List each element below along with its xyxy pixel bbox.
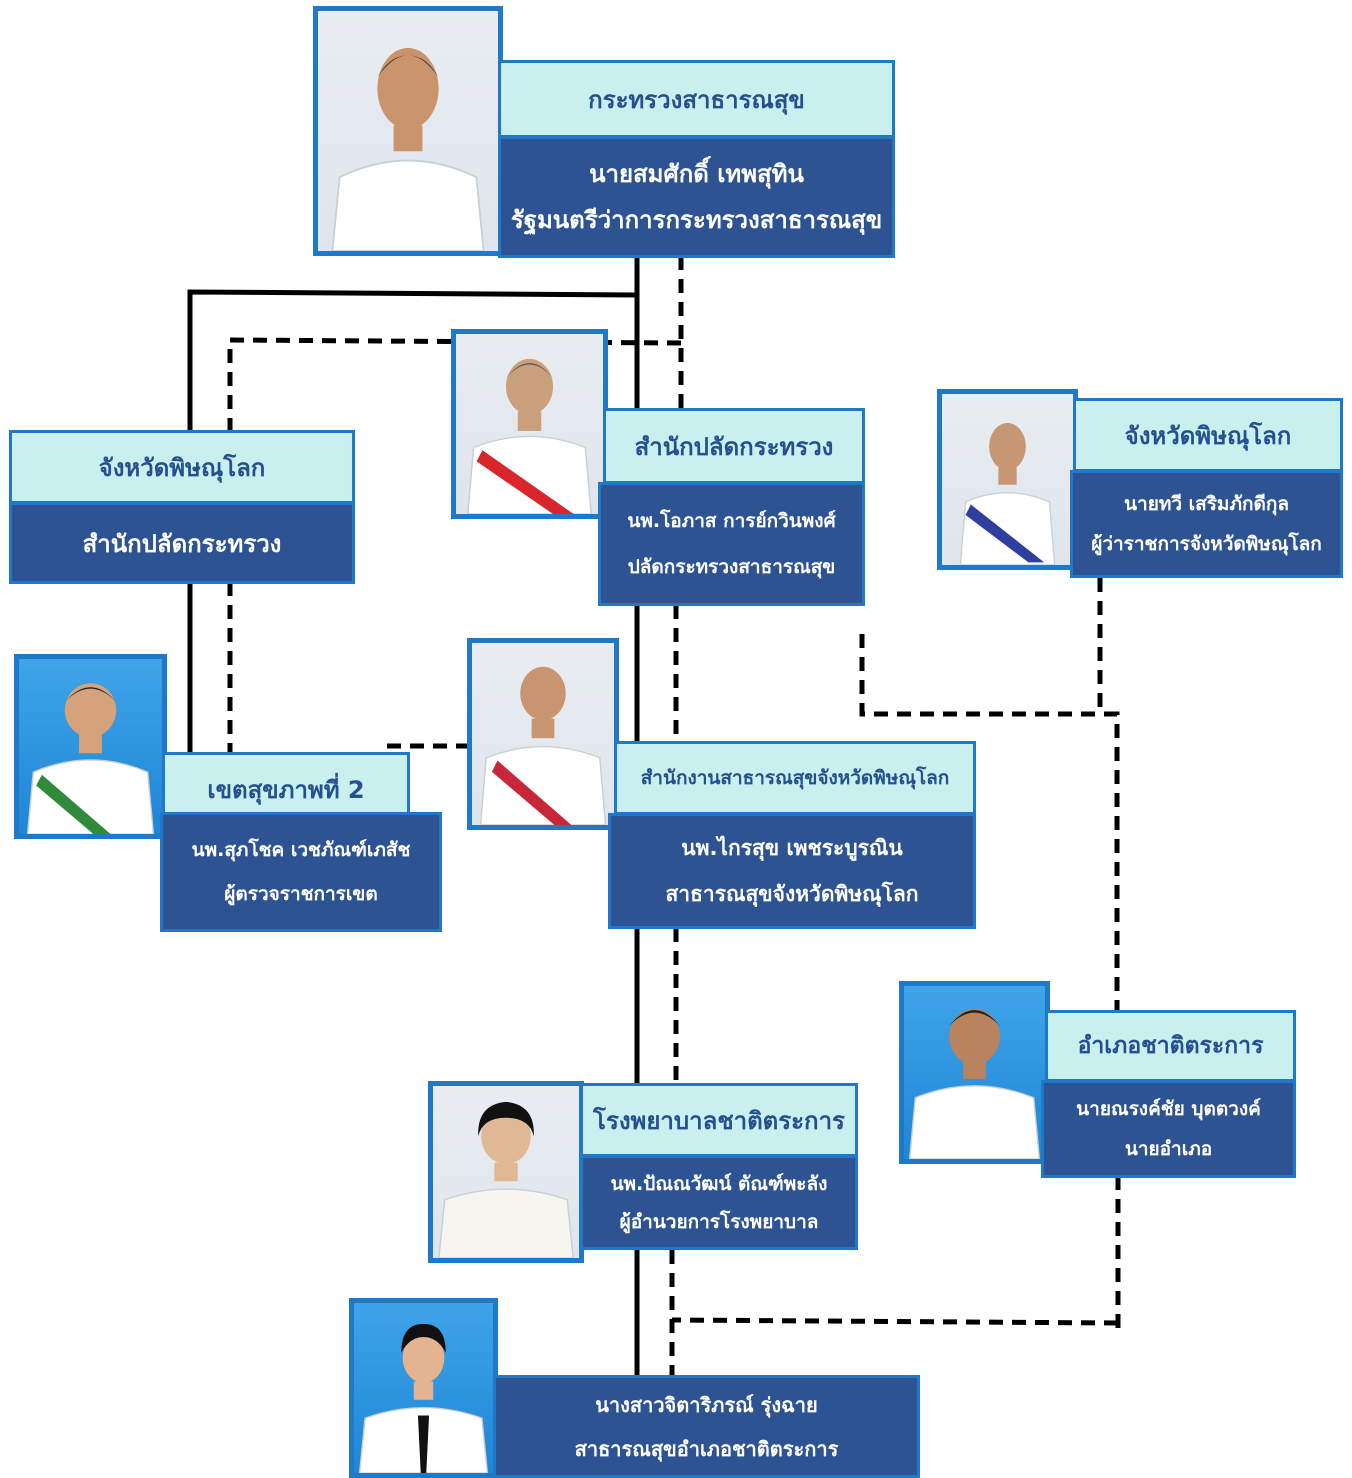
person-portrait-icon	[908, 1008, 1041, 1159]
hospital-director-position: ผู้อำนวยการโรงพยาบาล	[619, 1210, 819, 1233]
province-left-subtitle-box: สำนักปลัดกระทรวง	[9, 502, 355, 584]
person-portrait-icon	[358, 1323, 489, 1473]
district-chief-name: นายณรงค์ชัย บุตตวงค์	[1076, 1098, 1261, 1120]
governor-name: นายทวี เสริมภักดีกุล	[1124, 493, 1289, 515]
region-inspector-position: ผู้ตรวจราชการเขต	[224, 883, 378, 905]
solid-line-ministry-to-province	[187, 289, 638, 432]
person-portrait-icon	[331, 47, 485, 251]
ministry-title: กระทรวงสาธารณสุข	[498, 60, 895, 138]
district-chief-position: นายอำเภอ	[1124, 1138, 1213, 1160]
province-left-subtitle: สำนักปลัดกระทรวง	[82, 529, 282, 558]
dashed-line-district-to-bottom	[671, 1317, 1119, 1326]
governor-photo	[937, 389, 1078, 570]
province-left-title: จังหวัดพิษณุโลก	[9, 430, 355, 504]
minister-name: นายสมศักดิ์ เทพสุทิน	[589, 160, 804, 188]
district-health-officer-name: นางสาวจิตาริภรณ์ รุ่งฉาย	[595, 1392, 818, 1417]
ps-name: นพ.โอภาส การย์กวินพงศ์	[627, 510, 836, 532]
ps-office-title: สำนักปลัดกระทรวง	[603, 408, 865, 484]
provincial-office-title: สำนักงานสาธารณสุขจังหวัดพิษณุโลก	[614, 741, 976, 815]
provincial-officer-name: นพ.ไกรสุข เพชระบูรณิน	[681, 836, 903, 860]
provincial-health-officer-photo	[467, 638, 619, 830]
hospital-director-photo	[428, 1081, 584, 1263]
dashed-line-link-drop	[859, 634, 1120, 1012]
person-portrait-icon	[467, 358, 592, 514]
district-title: อำเภอชาติตระการ	[1045, 1010, 1296, 1082]
minister-photo	[313, 6, 503, 256]
province-right-title: จังหวัดพิษณุโลก	[1073, 398, 1343, 472]
district-health-officer-photo	[349, 1298, 498, 1478]
person-portrait-icon	[479, 666, 607, 825]
district-health-officer-position: สาธารณสุขอำเภอชาติตระการ	[574, 1436, 839, 1461]
region-inspector-photo	[14, 654, 167, 839]
province-right-info: นายทวี เสริมภักดีกุล ผู้ว่าราชการจังหวัด…	[1070, 470, 1343, 578]
minister-position: รัฐมนตรีว่าการกระทรวงสาธารณสุข	[510, 206, 883, 234]
person-portrait-icon	[26, 683, 155, 834]
ministry-info: นายสมศักดิ์ เทพสุทิน รัฐมนตรีว่าการกระทร…	[498, 136, 895, 258]
ps-position: ปลัดกระทรวงสาธารณสุข	[627, 556, 836, 578]
person-portrait-icon	[438, 1101, 574, 1258]
region-inspector-name: นพ.สุภโชค เวชภัณฑ์เภสัช	[191, 839, 411, 861]
hospital-director-name: นพ.ปัณณวัฒน์ ตัณฑ์พะลัง	[610, 1172, 828, 1195]
permanent-secretary-photo	[451, 329, 608, 519]
ps-office-info: นพ.โอภาส การย์กวินพงศ์ ปลัดกระทรวงสาธารณ…	[598, 482, 865, 606]
district-info: นายณรงค์ชัย บุตตวงค์ นายอำเภอ	[1041, 1080, 1296, 1178]
governor-position: ผู้ว่าราชการจังหวัดพิษณุโลก	[1091, 533, 1322, 555]
health-region-info: นพ.สุภโชค เวชภัณฑ์เภสัช ผู้ตรวจราชการเขต	[160, 812, 442, 932]
provincial-officer-position: สาธารณสุขจังหวัดพิษณุโลก	[665, 882, 919, 906]
hospital-info: นพ.ปัณณวัฒน์ ตัณฑ์พะลัง ผู้อำนวยการโรงพย…	[580, 1155, 858, 1250]
district-chief-photo	[899, 981, 1050, 1164]
hospital-title: โรงพยาบาลชาติตระการ	[580, 1083, 858, 1157]
person-portrait-icon	[959, 422, 1056, 565]
district-health-info: นางสาวจิตาริภรณ์ รุ่งฉาย สาธารณสุขอำเภอช…	[493, 1375, 920, 1478]
provincial-office-info: นพ.ไกรสุข เพชระบูรณิน สาธารณสุขจังหวัดพิ…	[608, 813, 976, 929]
